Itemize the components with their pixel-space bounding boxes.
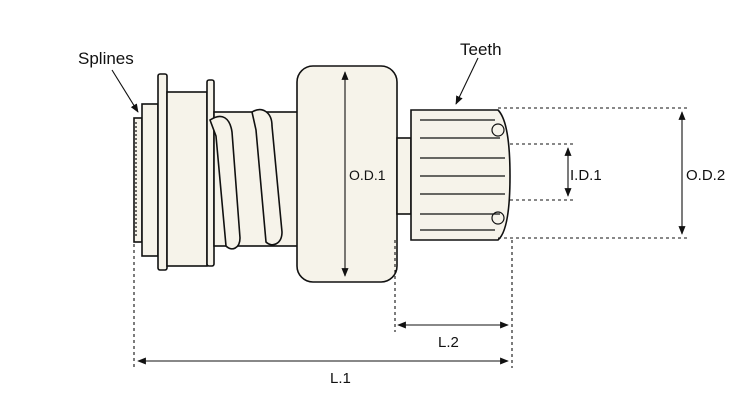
od1-label: O.D.1 [349,167,386,183]
left-flange [157,73,168,271]
teeth-label: Teeth [460,40,502,59]
pinion-neck [396,137,412,215]
housing-flange [206,79,215,267]
pinion-outline [410,109,511,241]
od2-label: O.D.2 [686,167,725,184]
spring-section [209,108,301,250]
splines-leader [111,69,139,113]
id1-label: I.D.1 [570,167,602,184]
spring-coil-1 [209,115,241,250]
spline-collar [141,103,159,257]
tooth-chamfer-top [491,123,505,137]
l1-label: L.1 [330,370,351,387]
tooth-chamfer-bottom [491,211,505,225]
pinion-gear [410,109,511,241]
l2-label: L.2 [438,334,459,351]
splines-end [133,73,215,271]
spring-coil-2 [251,108,283,246]
clutch-housing [166,91,208,267]
teeth-leader [455,57,479,105]
spline-face [133,117,143,243]
splines-label: Splines [78,49,134,68]
